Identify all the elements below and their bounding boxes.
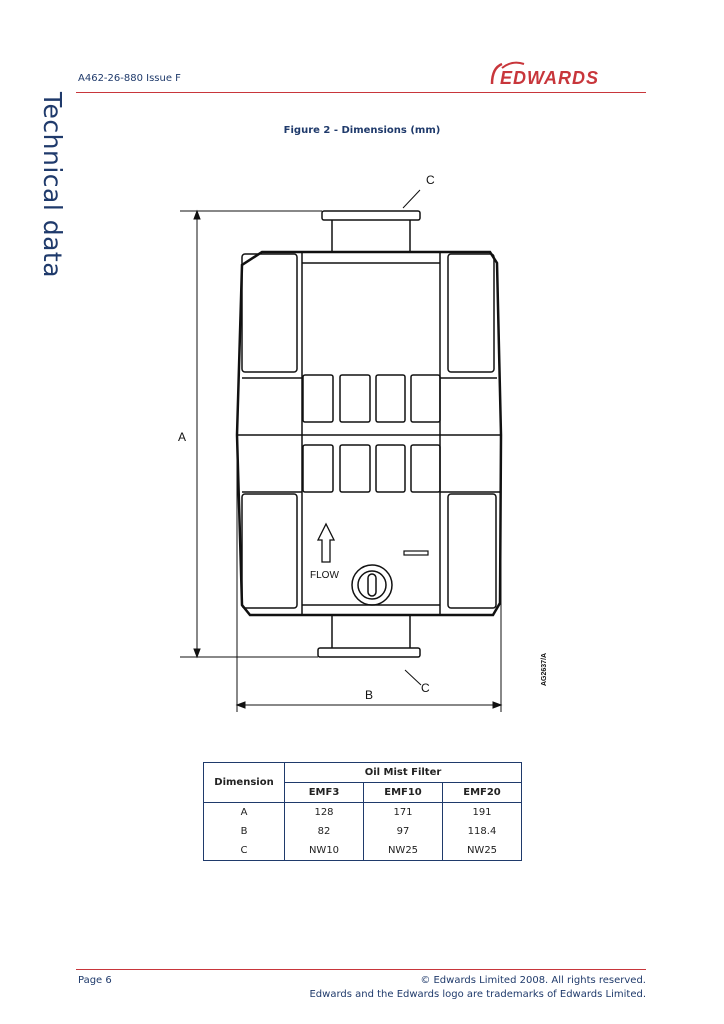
group-header: Oil Mist Filter (284, 762, 522, 783)
model-header: EMF3 (284, 782, 364, 803)
drain-plug (351, 564, 393, 606)
label-a: A (178, 430, 186, 444)
label-c-bottom: C (421, 681, 430, 695)
footer-rule (76, 969, 646, 970)
page-number: Page 6 (78, 975, 112, 986)
dimensions-table: Dimension Oil Mist Filter EMF3 EMF10 EMF… (203, 762, 522, 861)
dimension-drawing: C A B C FLOW AG2637/A (178, 173, 548, 712)
model-header: EMF10 (363, 782, 443, 803)
dimension-lines (180, 189, 503, 712)
flow-arrow-icon (316, 522, 336, 563)
label-c-top: C (426, 173, 435, 187)
header-rule (76, 92, 646, 93)
filter-body (235, 210, 503, 658)
document-id: A462-26-880 Issue F (78, 73, 181, 84)
model-header: EMF20 (442, 782, 522, 803)
label-b: B (365, 688, 373, 702)
flow-label: FLOW (310, 570, 339, 581)
copyright: © Edwards Limited 2008. All rights reser… (420, 975, 646, 986)
logo-text: EDWARDS (500, 68, 599, 88)
dimension-header: Dimension (203, 762, 285, 803)
figure-title: Figure 2 - Dimensions (mm) (283, 125, 441, 136)
edwards-logo: EDWARDS (488, 58, 648, 88)
drawing-ref: AG2637/A (541, 653, 548, 686)
trademark: Edwards and the Edwards logo are tradema… (309, 989, 646, 1000)
section-title: Technical data (38, 92, 67, 279)
